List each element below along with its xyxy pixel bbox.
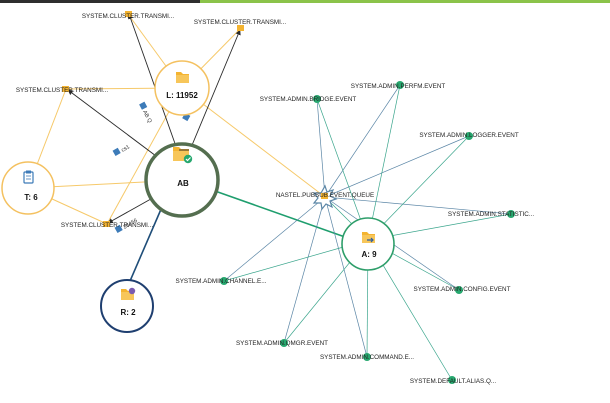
folder-icon: [176, 72, 189, 83]
admin-queue-nodes[interactable]: SYSTEM.ADMIN.PERFM.EVENT SYSTEM.ADMIN.BR…: [176, 81, 535, 385]
node-default-alias-label: SYSTEM.DEFAULT.ALIAS.Q...: [410, 378, 497, 385]
folder-arrow-icon: [362, 232, 375, 243]
node-a[interactable]: A: 9: [341, 217, 395, 271]
edge-pubsub-statistic: [324, 196, 512, 215]
edge-a-perfm: [367, 84, 401, 241]
node-pubsub-queue[interactable]: NASTEL.PUBSUB.EVENT.QUEUE: [276, 184, 374, 211]
edge-pubsub-bridge: [316, 98, 326, 198]
node-r[interactable]: R: 2: [100, 279, 154, 333]
edge-ab-transmit-top1: [128, 13, 179, 153]
edge-ab-a: [214, 190, 346, 238]
node-r-label: R: 2: [120, 308, 136, 317]
edge-a-logger: [367, 135, 470, 241]
node-admin-statistic[interactable]: SYSTEM.ADMIN.STATISTIC...: [448, 210, 534, 218]
node-admin-perfm[interactable]: SYSTEM.ADMIN.PERFM.EVENT: [351, 81, 446, 90]
edge-label-ab-q-text: AB Q: [141, 110, 153, 125]
node-transmit-left[interactable]: SYSTEM.CLUSTER.TRANSMI...: [16, 86, 109, 94]
node-admin-config[interactable]: SYSTEM.ADMIN.CONFIG.EVENT: [414, 286, 511, 294]
edge-l-pubsub: [181, 87, 326, 198]
node-transmit-bottom-label: SYSTEM.CLUSTER.TRANSMI...: [61, 222, 154, 229]
edge-ab-transmit-top2: [189, 29, 241, 151]
folder-settings-icon: [121, 287, 136, 300]
node-transmit-top2-label: SYSTEM.CLUSTER.TRANSMI...: [194, 19, 287, 26]
node-admin-config-label: SYSTEM.ADMIN.CONFIG.EVENT: [414, 286, 511, 293]
node-admin-command-label: SYSTEM.ADMIN.COMMAND.E...: [320, 354, 414, 361]
edge-label-cs1-text: cs1: [120, 144, 130, 153]
node-ab-label: AB: [177, 179, 189, 188]
node-default-alias[interactable]: SYSTEM.DEFAULT.ALIAS.Q...: [410, 376, 497, 385]
node-admin-perfm-label: SYSTEM.ADMIN.PERFM.EVENT: [351, 83, 446, 90]
node-admin-channel-label: SYSTEM.ADMIN.CHANNEL.E...: [176, 278, 267, 285]
edges: [27, 13, 512, 381]
top-status-bar: [0, 0, 610, 3]
clipboard-icon: [23, 170, 34, 184]
node-admin-logger[interactable]: SYSTEM.ADMIN.LOGGER.EVENT: [419, 132, 519, 140]
edge-label-cs1: cs1: [112, 144, 131, 156]
node-admin-qmgr-label: SYSTEM.ADMIN.QMGR.EVENT: [236, 340, 328, 347]
node-admin-bridge[interactable]: SYSTEM.ADMIN.BRIDGE.EVENT: [260, 95, 357, 103]
node-t[interactable]: T: 6: [1, 161, 55, 215]
node-transmit-left-label: SYSTEM.CLUSTER.TRANSMI...: [16, 87, 109, 94]
node-admin-qmgr[interactable]: SYSTEM.ADMIN.QMGR.EVENT: [236, 339, 328, 347]
node-admin-bridge-label: SYSTEM.ADMIN.BRIDGE.EVENT: [260, 96, 357, 103]
edge-ab-r: [126, 199, 166, 289]
node-transmit-bottom[interactable]: SYSTEM.CLUSTER.TRANSMI...: [61, 221, 154, 229]
pubsub-queue-icon: [321, 193, 328, 199]
node-l[interactable]: L: 11952: [154, 60, 210, 116]
folder-check-icon: [173, 147, 193, 164]
transmit-queue-nodes[interactable]: SYSTEM.CLUSTER.TRANSMI... SYSTEM.CLUSTER…: [16, 11, 287, 229]
edge-pubsub-perfm: [324, 84, 401, 198]
node-transmit-top1[interactable]: SYSTEM.CLUSTER.TRANSMI...: [82, 11, 175, 20]
node-admin-command[interactable]: SYSTEM.ADMIN.COMMAND.E...: [320, 353, 414, 361]
node-admin-logger-label: SYSTEM.ADMIN.LOGGER.EVENT: [419, 132, 519, 139]
edge-ab-transmit-left: [67, 89, 169, 166]
node-transmit-top2[interactable]: SYSTEM.CLUSTER.TRANSMI...: [194, 19, 287, 31]
node-transmit-top1-label: SYSTEM.CLUSTER.TRANSMI...: [82, 13, 175, 20]
edge-label-ab-q: AB Q: [139, 101, 153, 125]
edge-pubsub-qmgr: [283, 196, 326, 344]
edge-pubsub-channel: [223, 196, 326, 282]
node-pubsub-label: NASTEL.PUBSUB.EVENT.QUEUE: [276, 192, 374, 199]
edge-a-bridge: [316, 98, 369, 241]
edge-pubsub-command: [324, 196, 368, 358]
node-a-label: A: 9: [361, 250, 377, 259]
node-l-label: L: 11952: [166, 91, 198, 100]
node-admin-statistic-label: SYSTEM.ADMIN.STATISTIC...: [448, 211, 534, 218]
node-admin-channel[interactable]: SYSTEM.ADMIN.CHANNEL.E...: [176, 277, 267, 285]
edge-ab-transmit-bottom: [107, 194, 159, 224]
node-ab[interactable]: AB: [144, 142, 220, 218]
edge-pubsub-logger: [324, 135, 470, 198]
top-status-bar-dark: [0, 0, 200, 3]
node-t-label: T: 6: [24, 193, 38, 202]
